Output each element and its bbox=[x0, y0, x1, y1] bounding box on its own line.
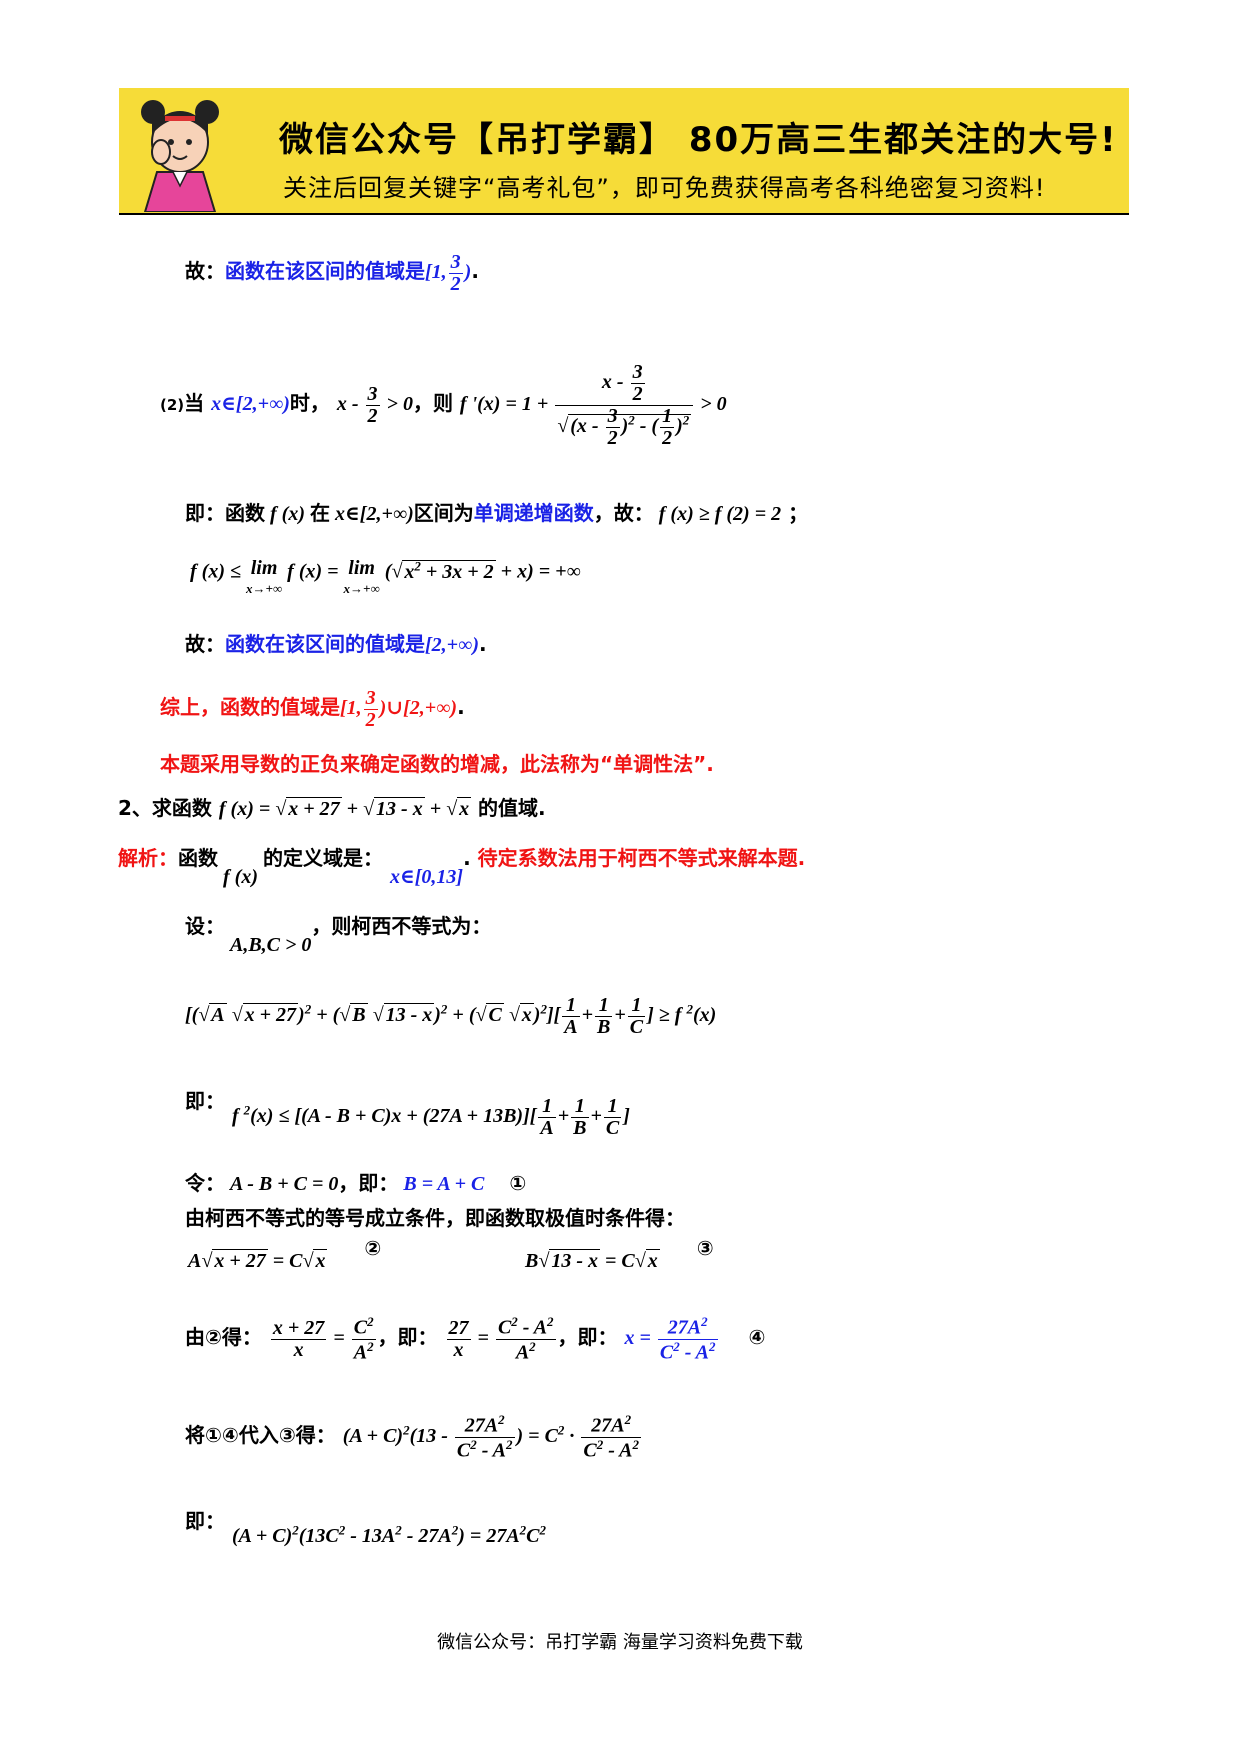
monotonic-line: 即：函数 f (x) 在 x∈[2,+∞)区间为单调递增函数，故： f (x) … bbox=[185, 501, 809, 525]
method-note: 本题采用导数的正负来确定函数的增减，此法称为“单调性法”. bbox=[160, 752, 714, 776]
cartoon-girl-logo-icon bbox=[141, 100, 219, 212]
banner-title: 微信公众号【吊打学霸】 80万高三生都关注的大号! bbox=[279, 120, 1118, 160]
page-footer: 微信公众号：吊打学霸 海量学习资料免费下载 bbox=[437, 1632, 803, 1653]
analysis-line: 解析：函数 f (x) 的定义域是： x∈[0,13]. 待定系数法用于柯西不等… bbox=[118, 846, 806, 888]
condition-3: B√13 - x = C√x ③ bbox=[525, 1236, 714, 1272]
cauchy-inequality: [(√A √x + 27)2 + (√B √13 - x)2 + (√C √x)… bbox=[185, 994, 717, 1038]
equality-condition: 由柯西不等式的等号成立条件，即函数取极值时条件得： bbox=[185, 1206, 685, 1230]
let-line: 令： A - B + C = 0，即： B = A + C ① bbox=[185, 1171, 527, 1195]
cauchy-expanded: 即： f 2(x) ≤ [(A - B + C)x + (27A + 13B)]… bbox=[185, 1089, 630, 1139]
condition-2: A√x + 27 = C√x ② bbox=[188, 1236, 382, 1272]
question-2-formula: f (x) = √x + 27 + √13 - x + √x bbox=[218, 797, 472, 820]
final-equation: 即： (A + C)2(13C2 - 13A2 - 27A2) = 27A2C2 bbox=[185, 1509, 547, 1547]
assume-line: 设： A,B,C > 0，则柯西不等式为： bbox=[185, 914, 492, 956]
part2-interval: x∈[2,+∞) bbox=[211, 393, 290, 416]
range-line-2: 故：函数在该区间的值域是[2,+∞). bbox=[185, 632, 487, 656]
banner-subtitle: 关注后回复关键字“高考礼包”，即可免费获得高考各科绝密复习资料! bbox=[283, 174, 1046, 202]
header-banner: 微信公众号【吊打学霸】 80万高三生都关注的大号! 关注后回复关键字“高考礼包”… bbox=[119, 88, 1129, 215]
question-2: 2、求函数 f (x) = √x + 27 + √13 - x + √x 的值域… bbox=[118, 796, 546, 820]
